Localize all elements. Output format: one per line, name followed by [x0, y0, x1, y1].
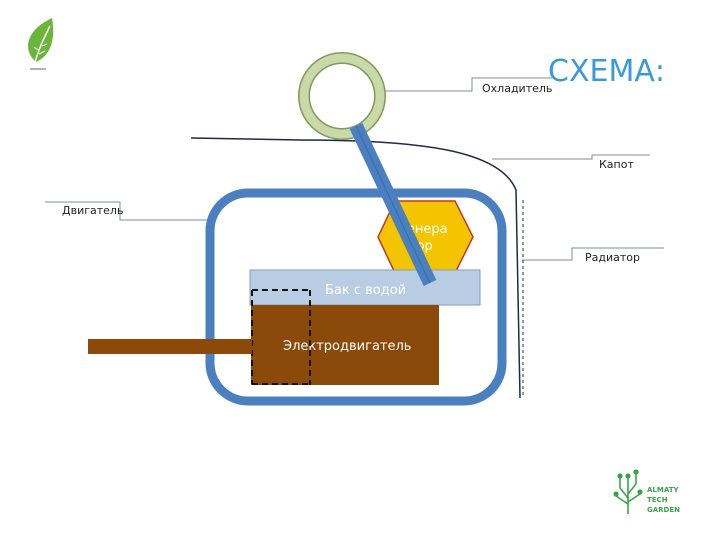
electric-motor [251, 305, 439, 385]
logo-line2: TECH [647, 496, 668, 504]
cooler-label: Охладитель [482, 82, 552, 95]
logo-line3: GARDEN [647, 506, 680, 514]
engine-label: Двигатель [62, 204, 123, 217]
cooler-rod-edge [355, 125, 431, 284]
radiator-leader [522, 247, 664, 261]
cooler-ring-inner [299, 53, 385, 139]
drive-shaft [88, 339, 252, 354]
page-title: СХЕМА: [548, 54, 665, 89]
logo-line1: ALMATY [647, 486, 679, 494]
motor-label: Электродвигатель [283, 339, 411, 354]
engine-leader [45, 201, 212, 221]
cooler-leader [382, 77, 552, 92]
tank-label: Бак с водой [325, 283, 406, 298]
tree-circuit-icon [613, 469, 643, 514]
hood-leader [492, 154, 650, 160]
motor-dashed-outline [251, 289, 311, 385]
leaf-icon [28, 18, 54, 70]
leader-lines [45, 77, 664, 261]
hood-line [190, 137, 521, 399]
hood-label: Капот [599, 158, 634, 171]
radiator-label: Радиатор [585, 251, 640, 264]
